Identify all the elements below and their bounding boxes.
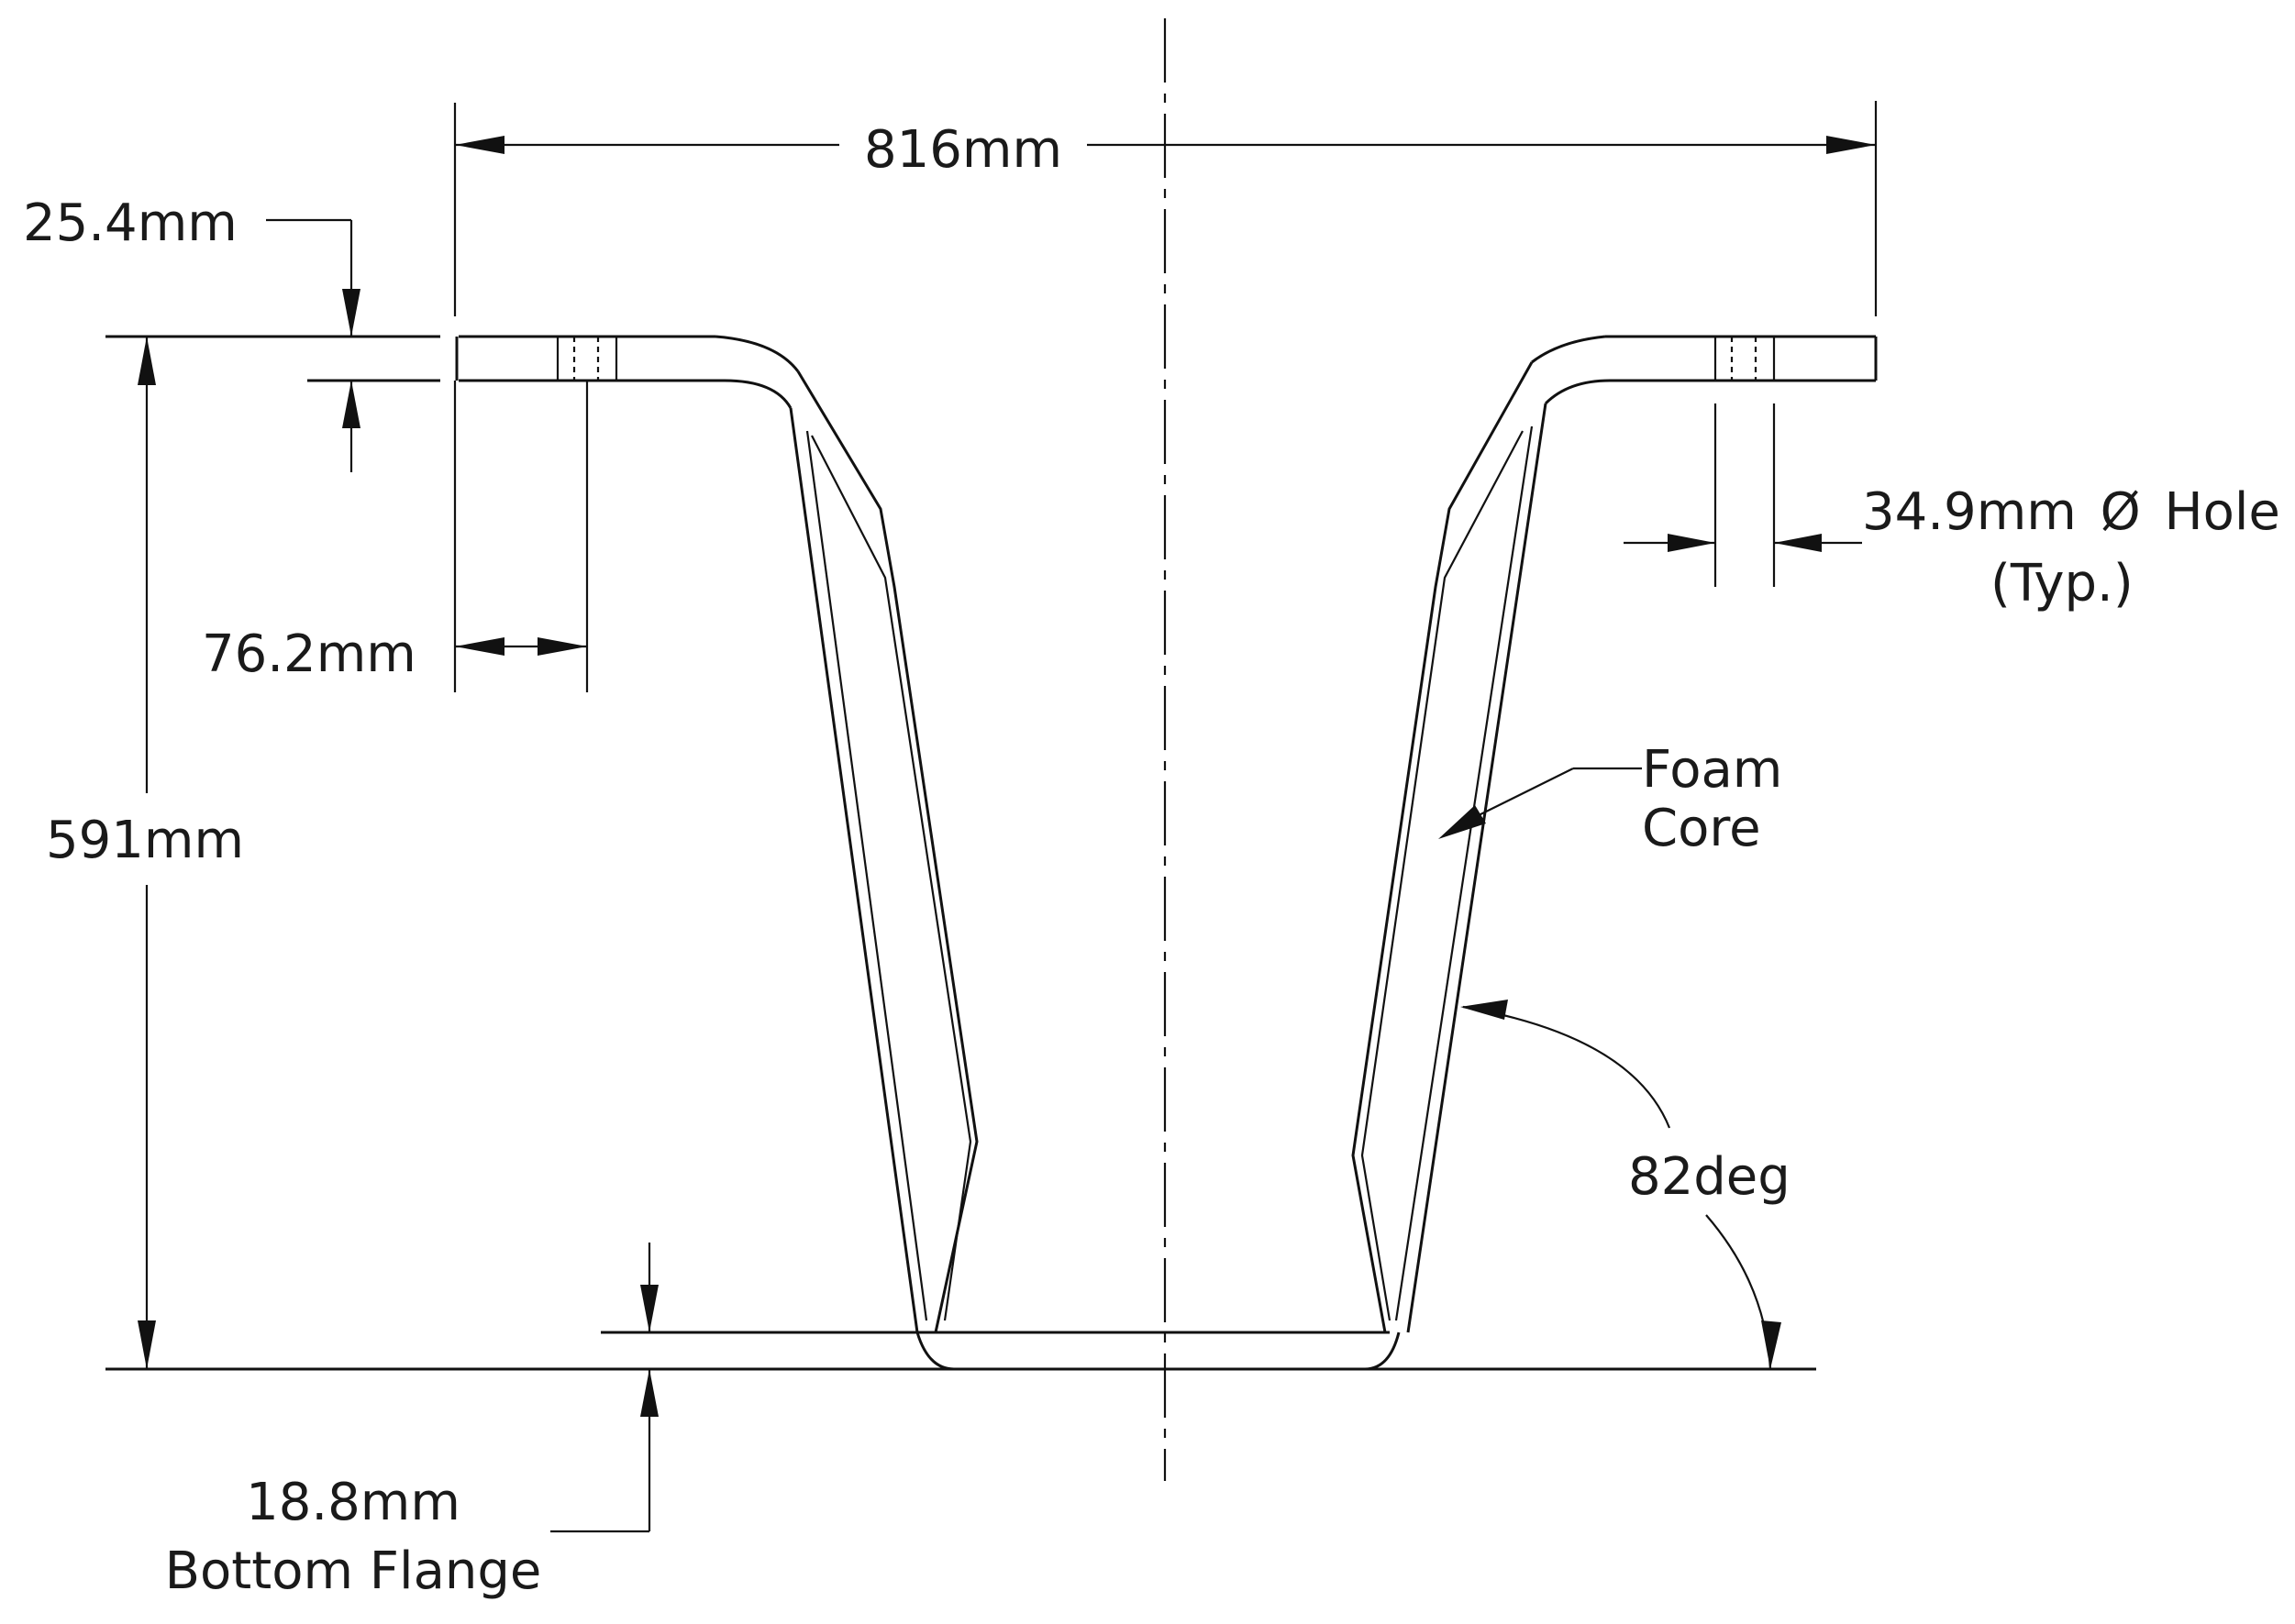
bottom-flange-value-label: 18.8mm (246, 1473, 460, 1532)
bottom-right-corner (1364, 1331, 1401, 1371)
bottom-left-corner (915, 1331, 955, 1371)
dim-bottom-flange (550, 1243, 659, 1533)
dim-flange-thickness (266, 218, 440, 472)
hole-diameter-label: 34.9mm Ø Hole (1862, 482, 2280, 542)
overall-height-label: 591mm (46, 811, 244, 870)
foam-core-label-line2: Core (1642, 799, 1761, 858)
flange-thickness-label: 25.4mm (23, 193, 238, 253)
dim-overall-width (453, 101, 1878, 316)
hole-word: Hole (2165, 482, 2280, 542)
bottom-flange-name-label: Bottom Flange (165, 1541, 542, 1601)
diameter-symbol: Ø (2101, 482, 2141, 542)
foam-core-leader (1438, 767, 1642, 839)
right-wall (1351, 361, 1547, 1333)
hole-diameter-value: 34.9mm (1862, 482, 2077, 542)
foam-core-label-line1: Foam (1642, 740, 1782, 800)
dim-wall-angle (1460, 1000, 1781, 1370)
overall-width-label: 816mm (864, 120, 1062, 180)
wall-angle-label: 82deg (1628, 1147, 1791, 1207)
dim-hole-diameter (1624, 403, 1862, 587)
hole-edge-distance-label: 76.2mm (202, 624, 416, 684)
left-top-flange (105, 335, 800, 409)
dim-hole-edge-distance (453, 381, 589, 692)
left-wall (789, 370, 979, 1333)
hole-note-label: (Typ.) (1990, 554, 2134, 613)
dim-overall-height (138, 337, 156, 1369)
right-top-flange (1531, 335, 1878, 405)
